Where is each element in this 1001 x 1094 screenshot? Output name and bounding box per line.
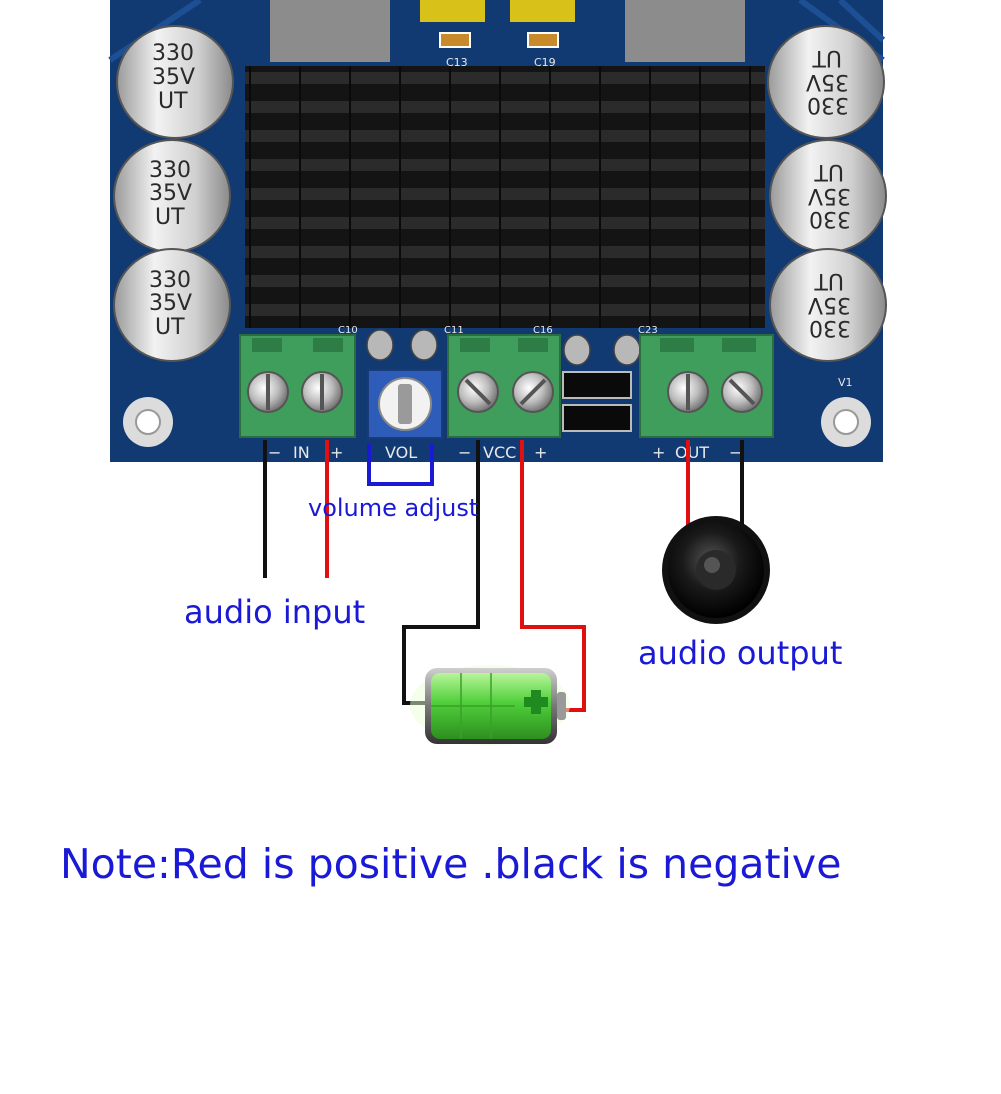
terminal-block-in (239, 334, 356, 438)
label-audio-input: audio input (184, 593, 365, 631)
capacitor-left-3: 330 35V UT (113, 248, 231, 362)
label-c11: C11 (444, 325, 464, 336)
capacitor-right-2: 330 35V UT (769, 139, 887, 253)
inductor-left (270, 0, 390, 62)
svg-text:35V: 35V (808, 183, 851, 208)
speaker-icon (662, 516, 770, 624)
mounting-hole-right (821, 397, 871, 447)
svg-text:330: 330 (149, 158, 191, 183)
wire-vcc-positive (520, 440, 586, 712)
smd-c13 (439, 32, 471, 48)
silk-out-minus: − (729, 443, 742, 462)
svg-text:UT: UT (812, 45, 842, 70)
capacitor-left-1: 330 35V UT (116, 25, 234, 139)
capacitor-film-right (510, 0, 575, 22)
heatsink-fin (245, 130, 765, 142)
note-text: Note:Red is positive .black is negative (60, 840, 841, 888)
svg-text:35V: 35V (808, 292, 851, 317)
silk-in-label: IN (293, 443, 310, 462)
silk-out-label: OUT (675, 443, 709, 462)
label-audio-output: audio output (638, 634, 842, 672)
battery-icon (410, 665, 570, 745)
heatsink (245, 66, 765, 328)
silk-in-plus: + (330, 443, 343, 462)
label-volume-adjust: volume adjust (308, 494, 478, 522)
label-v1: V1 (838, 376, 853, 389)
svg-text:330: 330 (149, 268, 191, 293)
smd-component-1 (562, 371, 632, 399)
smd-component-2 (562, 404, 632, 432)
svg-text:UT: UT (814, 159, 844, 184)
smd-c19 (527, 32, 559, 48)
svg-text:35V: 35V (149, 181, 192, 206)
heatsink-fin (245, 246, 765, 258)
heatsink-fin (245, 217, 765, 229)
silk-in-minus: − (268, 443, 281, 462)
volume-bracket (367, 444, 434, 486)
svg-text:35V: 35V (152, 65, 195, 90)
svg-text:35V: 35V (806, 69, 849, 94)
silk-vcc-plus: + (534, 443, 547, 462)
heatsink-fin (245, 304, 765, 316)
mounting-hole-left (123, 397, 173, 447)
svg-text:330: 330 (807, 92, 849, 117)
heatsink-fin (245, 101, 765, 113)
label-c16: C16 (533, 325, 553, 336)
svg-text:35V: 35V (149, 291, 192, 316)
svg-text:UT: UT (155, 205, 185, 230)
label-c23: C23 (638, 325, 658, 336)
inductor-right (625, 0, 745, 62)
capacitor-left-2: 330 35V UT (113, 139, 231, 253)
capacitor-right-3: 330 35V UT (769, 248, 887, 362)
capacitor-right-1: 330 35V UT (767, 25, 885, 139)
svg-text:UT: UT (814, 268, 844, 293)
silk-vcc-label: VCC (483, 443, 516, 462)
volume-potentiometer (367, 369, 443, 439)
label-c13: C13 (446, 56, 468, 69)
wire-vcc-negative (402, 440, 480, 705)
silk-vcc-minus: − (458, 443, 471, 462)
heatsink-fin (245, 188, 765, 200)
svg-text:UT: UT (158, 89, 188, 114)
svg-text:330: 330 (809, 206, 851, 231)
silk-vol-label: VOL (385, 443, 417, 462)
heatsink-fin (245, 72, 765, 84)
label-c19: C19 (534, 56, 556, 69)
svg-text:UT: UT (155, 315, 185, 340)
capacitor-film-left (420, 0, 485, 22)
terminal-block-vcc (447, 334, 561, 438)
heatsink-fin (245, 159, 765, 171)
svg-text:330: 330 (152, 41, 194, 66)
svg-text:330: 330 (809, 315, 851, 340)
small-capacitors (366, 329, 641, 366)
silk-out-plus: + (652, 443, 665, 462)
label-c10: C10 (338, 325, 358, 336)
terminal-block-out (639, 334, 774, 438)
heatsink-fin (245, 275, 765, 287)
